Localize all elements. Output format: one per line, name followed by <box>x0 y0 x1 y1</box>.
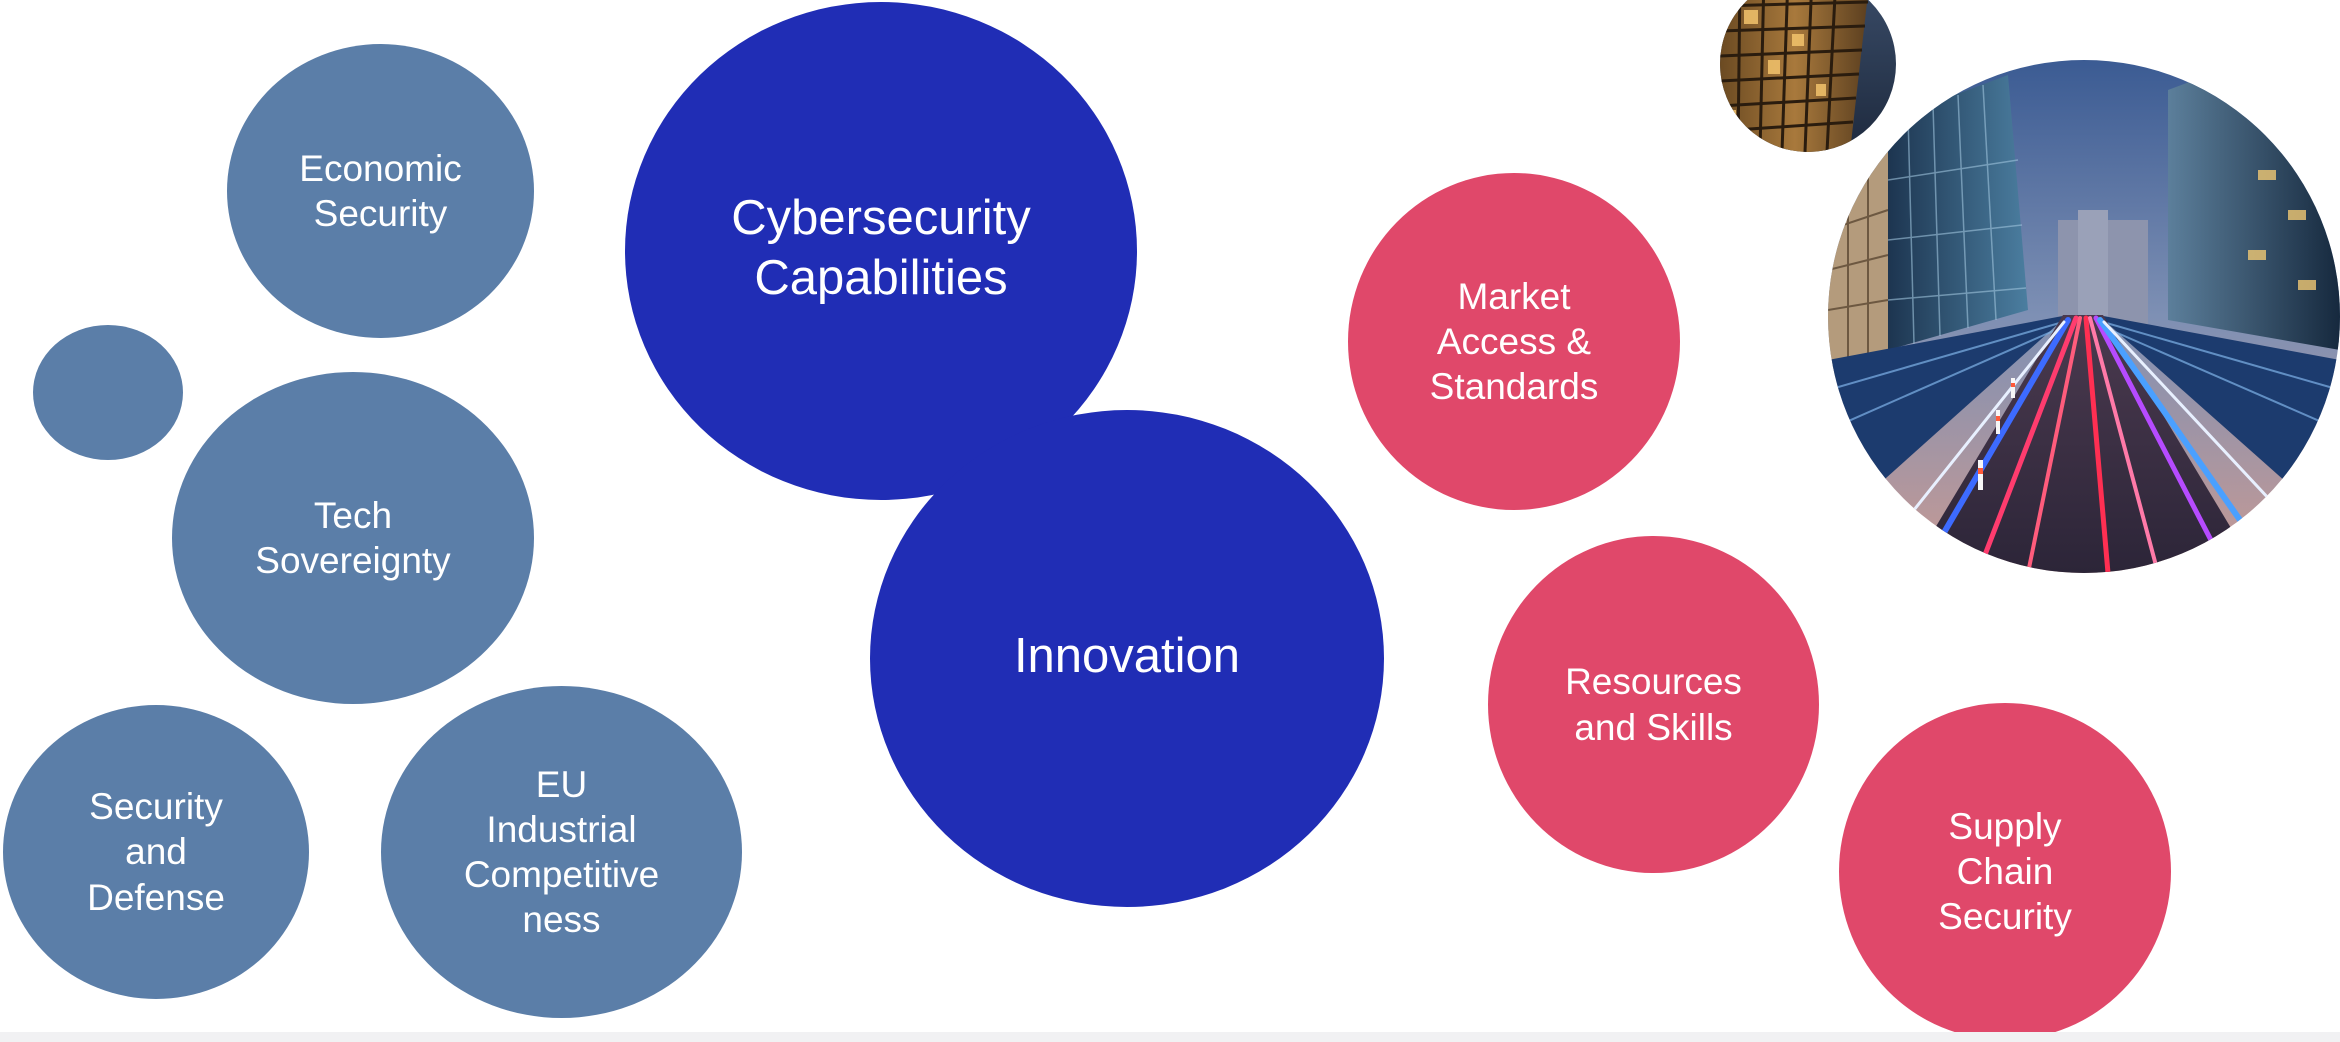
market-access-standards-label: Market Access & Standards <box>1429 275 1599 408</box>
innovation-bubble: Innovation <box>870 410 1384 907</box>
innovation-label: Innovation <box>1013 628 1241 683</box>
small-decorative-bubble <box>33 325 183 460</box>
cybersecurity-capabilities-label: Cybersecurity Capabilities <box>731 191 1031 305</box>
resources-and-skills-label: Resources and Skills <box>1565 661 1742 748</box>
tech-sovereignty-label: Tech Sovereignty <box>255 494 451 581</box>
bottom-divider <box>0 1032 2340 1042</box>
cybersecurity-capabilities-bubble: Cybersecurity Capabilities <box>625 2 1137 500</box>
security-and-defense-label: Security and Defense <box>87 786 225 918</box>
security-and-defense-bubble: Security and Defense <box>3 705 309 999</box>
building-facade-photo <box>1720 0 1896 152</box>
tech-sovereignty-bubble: Tech Sovereignty <box>172 372 534 704</box>
city-highway-night-photo <box>1828 60 2340 573</box>
resources-and-skills-bubble: Resources and Skills <box>1488 536 1819 873</box>
eu-industrial-competitiveness-bubble: EU Industrial Competitive ness <box>381 686 742 1018</box>
eu-industrial-competitiveness-label: EU Industrial Competitive ness <box>463 763 660 941</box>
supply-chain-security-bubble: Supply Chain Security <box>1839 703 2171 1040</box>
economic-security-label: Economic Security <box>299 147 462 234</box>
market-access-standards-bubble: Market Access & Standards <box>1348 173 1680 510</box>
supply-chain-security-label: Supply Chain Security <box>1938 805 2072 938</box>
economic-security-bubble: Economic Security <box>227 44 534 338</box>
